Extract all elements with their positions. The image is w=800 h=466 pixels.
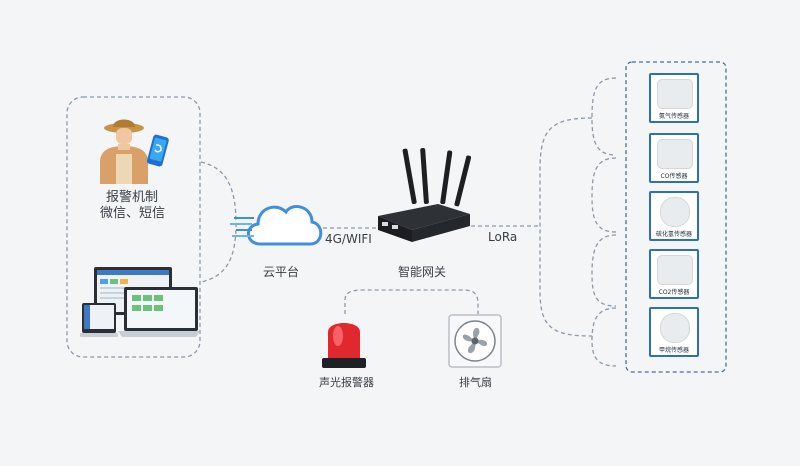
exhaust-fan-label: 排气扇	[459, 376, 492, 389]
gateway-label: 智能网关	[398, 265, 447, 279]
sensor-device-icon	[657, 255, 693, 285]
sensor-co2: CO2传感器	[649, 249, 699, 299]
alarm-mechanism-title: 报警机制	[106, 190, 159, 205]
link-4g-label: 4G/WIFI	[325, 232, 372, 246]
sensor-label: 甲烷传感器	[658, 347, 689, 354]
sensor-device-icon	[660, 197, 690, 227]
cloud-platform-label: 云平台	[263, 265, 300, 279]
sensor-methane: 甲烷传感器	[649, 307, 699, 357]
sensor-label: CO传感器	[660, 173, 688, 180]
sensor-device-icon	[657, 139, 693, 169]
sensor-device-icon	[660, 313, 690, 343]
sensor-co: CO传感器	[649, 133, 699, 183]
sensor-h2s: 硫化氢传感器	[649, 191, 699, 241]
alarm-arc	[344, 289, 479, 314]
left-frame	[66, 96, 201, 358]
alarm-light-icon	[322, 323, 366, 368]
link-lora-label: LoRa	[488, 230, 518, 244]
sensor-label: CO2传感器	[658, 289, 690, 296]
cloud-icon	[230, 205, 323, 246]
computer-icon	[80, 267, 200, 337]
alarm-light-label: 声光报警器	[319, 376, 374, 389]
sensor-device-icon	[657, 79, 693, 109]
exhaust-fan-icon	[448, 314, 502, 368]
sensor-frame	[625, 61, 727, 373]
sensor-ammonia: 氨气传感器	[649, 73, 699, 123]
farmer-icon	[100, 119, 169, 184]
right-brace	[539, 117, 593, 337]
alarm-channels: 微信、短信	[100, 206, 166, 221]
sensor-label: 硫化氢传感器	[655, 231, 692, 238]
sensor-label: 氨气传感器	[658, 113, 689, 120]
gateway-icon	[378, 148, 472, 242]
